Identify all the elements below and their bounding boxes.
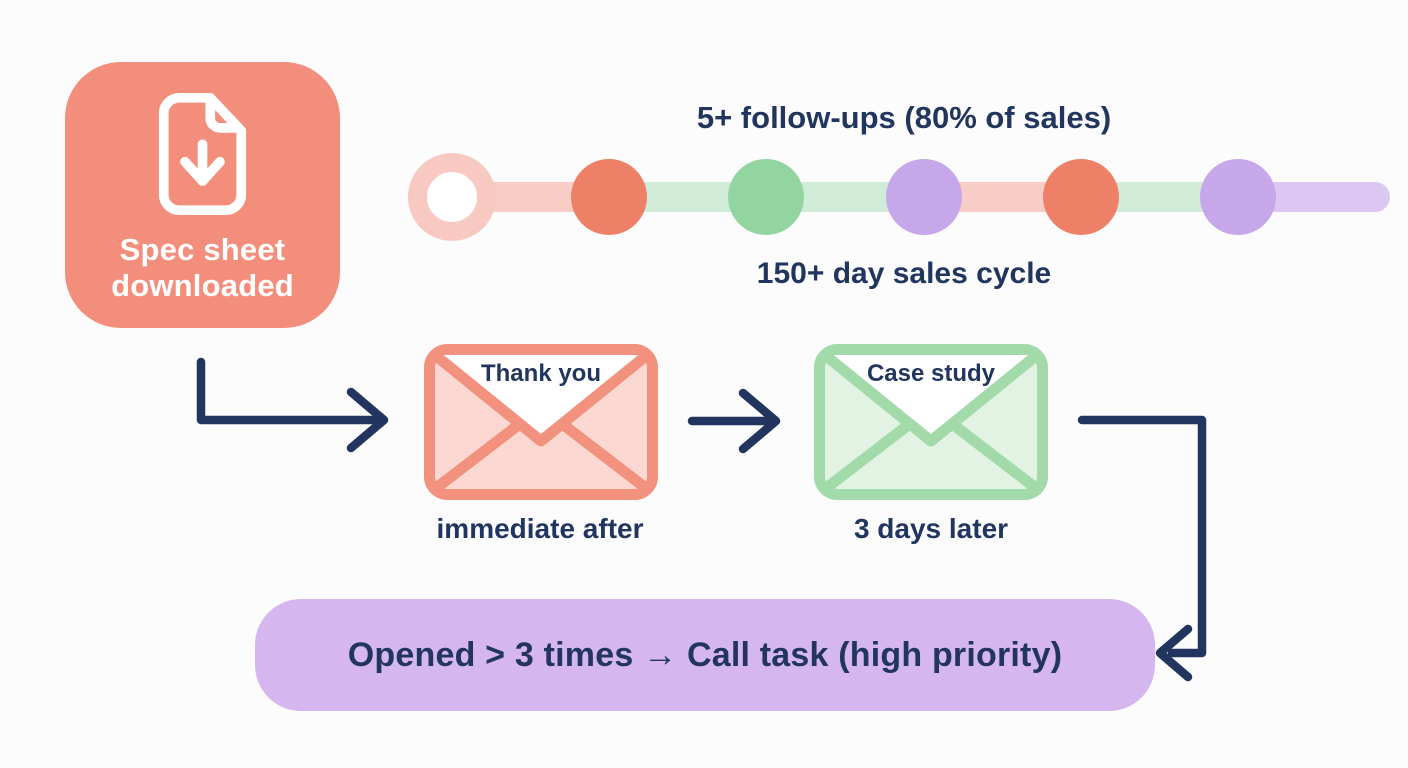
arrow-spec-to-thankyou-head — [346, 387, 389, 453]
timeline-followup-dot — [1200, 159, 1276, 235]
case-study-email-title: Case study — [866, 360, 996, 387]
timeline-followup-dot — [1042, 159, 1119, 235]
case-study-email: Case study — [814, 344, 1048, 500]
call-task-rule: Opened > 3 times → Call task (high prior… — [347, 635, 1063, 674]
arrow-casestudy-to-calltask-head — [1155, 624, 1193, 682]
thank-you-email: Thank you — [424, 344, 658, 500]
call-task-box: Opened > 3 times → Call task (high prior… — [255, 599, 1155, 711]
spec-sheet-label: Spec sheet downloaded — [111, 232, 294, 304]
document-download-icon — [158, 92, 247, 216]
sales-cycle-caption: 150+ day sales cycle — [756, 257, 1052, 290]
arrow-thankyou-to-casestudy-head — [738, 388, 781, 454]
timeline-followup-dot — [885, 159, 962, 235]
followups-caption: 5+ follow-ups (80% of sales) — [696, 100, 1112, 135]
envelope-icon — [814, 344, 1048, 500]
spec-sheet-label-line2: downloaded — [111, 268, 294, 303]
timeline-followup-dot — [571, 159, 648, 235]
thank-you-email-title: Thank you — [480, 360, 601, 387]
spec-sheet-label-line1: Spec sheet — [119, 232, 286, 267]
case-study-email-timing: 3 days later — [853, 513, 1009, 544]
timeline-start-ring — [408, 153, 496, 241]
timeline-followup-dot — [728, 159, 805, 235]
spec-sheet-downloaded-box: Spec sheet downloaded — [65, 62, 340, 328]
arrow-spec-to-thankyou — [196, 357, 385, 425]
thank-you-email-timing: immediate after — [436, 513, 644, 544]
envelope-icon — [424, 344, 658, 500]
